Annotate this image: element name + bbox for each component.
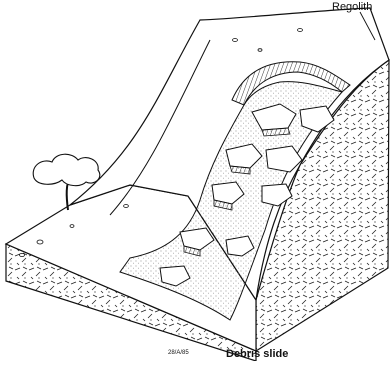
regolith-label: Regolith: [332, 1, 372, 13]
drawing-code-label: 28/A/85: [168, 350, 189, 356]
figure-caption: Debris slide: [226, 348, 288, 360]
